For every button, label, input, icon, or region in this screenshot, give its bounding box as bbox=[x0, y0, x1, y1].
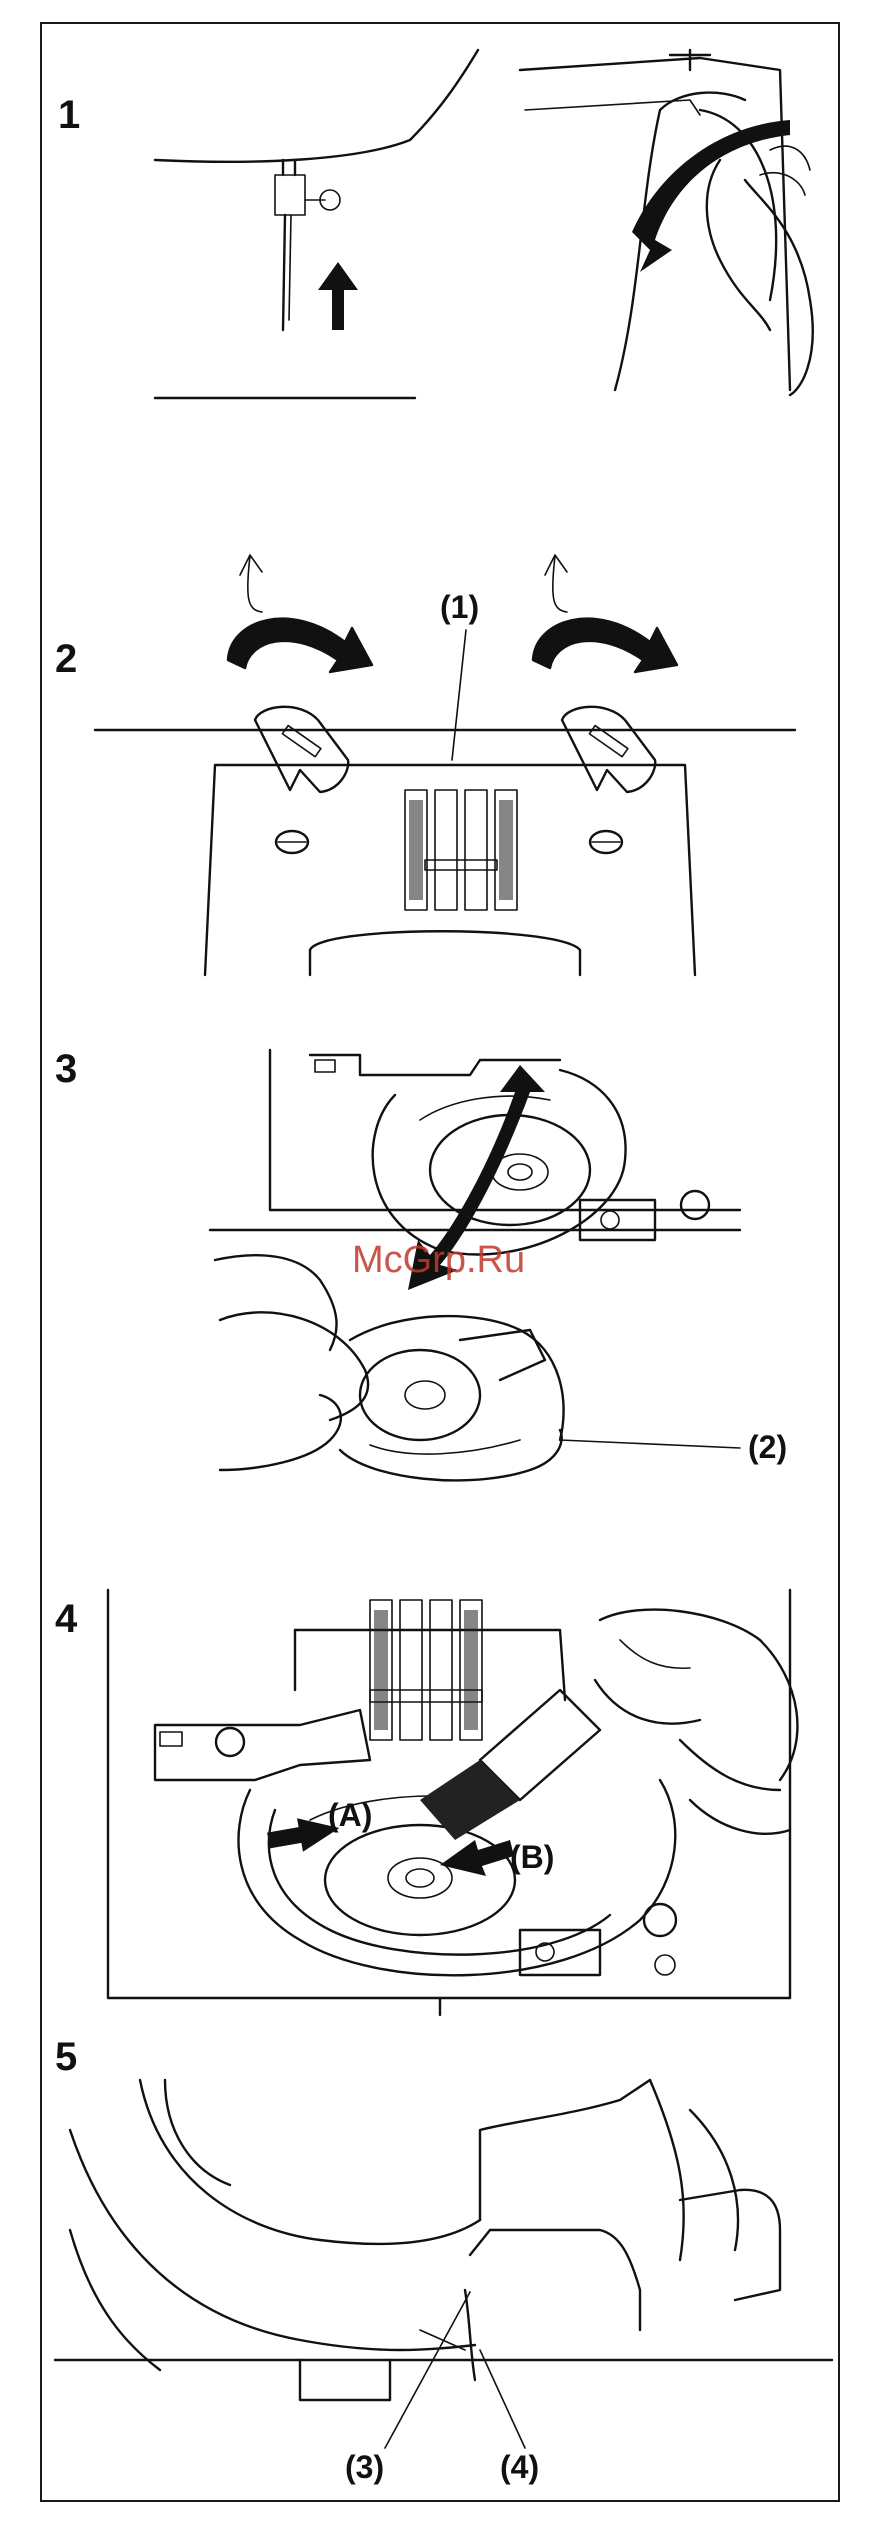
step-2-number: 2 bbox=[55, 637, 77, 681]
right-screwdriver bbox=[562, 707, 655, 792]
bobbin-case-finger bbox=[470, 2230, 640, 2330]
step-5-number: 5 bbox=[55, 2035, 77, 2079]
left-screwdriver bbox=[255, 707, 348, 792]
right-unscrew-arrow-icon bbox=[533, 555, 677, 672]
left-unscrew-arrow-icon bbox=[228, 555, 372, 672]
bed-notch bbox=[300, 2360, 390, 2400]
step-5-panel: 5 (3) (4) bbox=[55, 2035, 832, 2485]
callout-2-label: (2) bbox=[748, 1429, 787, 1465]
callout-1-leader bbox=[452, 630, 466, 760]
callout-3-label: (3) bbox=[345, 2449, 384, 2485]
inner-race-curve bbox=[140, 2080, 480, 2244]
callout-4-leader bbox=[480, 2350, 525, 2448]
callout-b-label: (B) bbox=[510, 1839, 554, 1875]
step-1-number: 1 bbox=[58, 93, 80, 137]
callout-2-leader bbox=[560, 1440, 740, 1448]
step-1-panel: 1 bbox=[58, 50, 813, 398]
callout-a-label: (A) bbox=[328, 1797, 372, 1833]
arrow-b-icon bbox=[440, 1840, 514, 1876]
handwheel-illustration bbox=[520, 50, 813, 395]
feed-dogs bbox=[405, 790, 517, 910]
callout-3-leader bbox=[385, 2292, 470, 2448]
outer-race-curve bbox=[70, 2130, 475, 2350]
step-2-panel: 2 (1) bbox=[55, 555, 795, 975]
callout-1-label: (1) bbox=[440, 589, 479, 625]
callout-4-label: (4) bbox=[500, 2449, 539, 2485]
lower-race-curve bbox=[70, 2230, 160, 2370]
hook-point-outline bbox=[480, 2080, 650, 2220]
watermark-text: McGrp.Ru bbox=[352, 1239, 525, 1281]
bobbin-cover-outline bbox=[310, 931, 580, 975]
hand-removing-bobbin-case bbox=[215, 1255, 564, 1480]
up-arrow-icon bbox=[318, 262, 358, 330]
rotate-toward-icon bbox=[632, 120, 790, 272]
bobbin-latch bbox=[155, 1710, 370, 1780]
step-4-panel: 4 bbox=[55, 1590, 797, 2015]
machine-arm-outline bbox=[155, 50, 478, 162]
step-4-number: 4 bbox=[55, 1597, 78, 1641]
step-3-panel: 3 (2) McGrp.Ru bbox=[55, 1047, 787, 1480]
needle-plate-area bbox=[295, 1600, 565, 1740]
needle-clamp-illustration bbox=[275, 160, 340, 330]
step-3-number: 3 bbox=[55, 1047, 77, 1091]
